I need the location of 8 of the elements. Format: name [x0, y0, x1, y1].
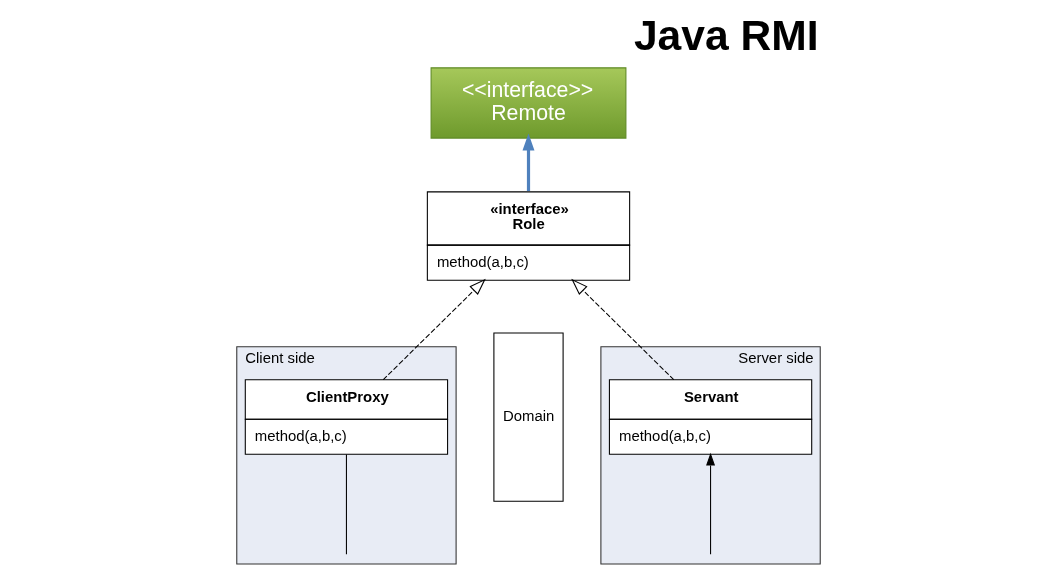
arrow	[522, 133, 535, 192]
connector	[345, 453, 347, 555]
arrow	[706, 452, 716, 555]
diagram-title: Java RMI	[633, 10, 819, 59]
node-box: Domain	[493, 332, 564, 502]
arrow	[571, 278, 675, 381]
arrow	[382, 278, 486, 381]
node-box: <<interface>> Remote	[430, 67, 627, 139]
